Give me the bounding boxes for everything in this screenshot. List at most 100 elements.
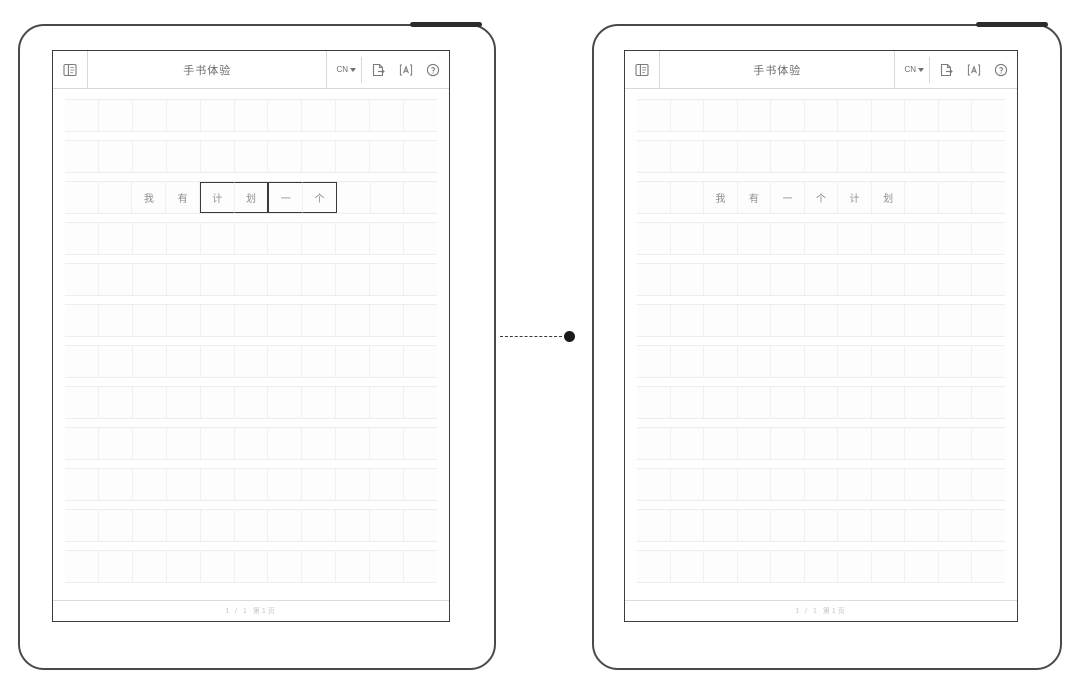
grid-cell[interactable] <box>133 387 167 418</box>
grid-cell[interactable] <box>336 346 371 377</box>
grid-cell[interactable] <box>771 428 805 459</box>
grid-cell[interactable] <box>370 305 405 336</box>
grid-cell[interactable] <box>671 100 705 131</box>
grid-cell[interactable] <box>771 346 805 377</box>
grid-cell[interactable] <box>671 264 705 295</box>
grid-cell[interactable] <box>404 264 437 295</box>
grid-cell[interactable] <box>704 387 738 418</box>
grid-row[interactable] <box>65 263 437 296</box>
grid-cell[interactable] <box>738 305 772 336</box>
grid-cell[interactable] <box>133 141 167 172</box>
grid-row[interactable] <box>637 222 1005 255</box>
grid-cell[interactable] <box>370 428 405 459</box>
grid-cell[interactable] <box>939 428 973 459</box>
grid-cell[interactable] <box>838 346 872 377</box>
grid-cell[interactable] <box>939 264 973 295</box>
grid-cell[interactable] <box>637 223 671 254</box>
grid-cell[interactable] <box>972 264 1005 295</box>
character-grid[interactable]: 我有一个计划 <box>637 99 1005 600</box>
grid-cell[interactable] <box>972 141 1005 172</box>
grid-cell-selected[interactable]: 一 <box>268 182 304 213</box>
text-style-button[interactable] <box>961 57 986 83</box>
grid-cell[interactable] <box>771 141 805 172</box>
grid-cell[interactable] <box>99 264 133 295</box>
grid-cell[interactable] <box>302 387 337 418</box>
grid-cell[interactable] <box>905 305 939 336</box>
grid-cell[interactable] <box>805 141 839 172</box>
grid-cell[interactable] <box>637 551 671 582</box>
grid-cell[interactable] <box>805 551 839 582</box>
grid-cell[interactable] <box>771 305 805 336</box>
grid-cell[interactable] <box>167 223 201 254</box>
grid-cell[interactable] <box>771 469 805 500</box>
grid-cell[interactable] <box>201 387 235 418</box>
grid-cell[interactable] <box>133 469 167 500</box>
grid-cell[interactable] <box>738 551 772 582</box>
grid-cell[interactable] <box>65 264 99 295</box>
grid-cell[interactable] <box>167 100 201 131</box>
grid-cell[interactable]: 我 <box>132 182 167 213</box>
grid-cell[interactable] <box>370 141 405 172</box>
grid-cell[interactable] <box>302 510 337 541</box>
grid-row[interactable] <box>637 550 1005 583</box>
language-selector[interactable]: CN <box>331 56 362 83</box>
grid-cell[interactable] <box>972 510 1005 541</box>
grid-cell[interactable] <box>268 387 303 418</box>
grid-cell[interactable] <box>637 428 671 459</box>
grid-cell[interactable] <box>805 387 839 418</box>
grid-cell[interactable] <box>972 223 1005 254</box>
grid-cell[interactable] <box>268 346 303 377</box>
grid-cell[interactable] <box>65 223 99 254</box>
grid-cell[interactable] <box>235 305 269 336</box>
grid-cell[interactable] <box>671 469 705 500</box>
grid-cell[interactable] <box>133 346 167 377</box>
grid-cell[interactable] <box>704 100 738 131</box>
grid-cell[interactable]: 划 <box>872 182 906 213</box>
grid-cell[interactable] <box>65 305 99 336</box>
grid-cell[interactable] <box>65 141 99 172</box>
grid-cell[interactable] <box>905 223 939 254</box>
grid-cell[interactable] <box>805 346 839 377</box>
grid-cell[interactable] <box>302 305 337 336</box>
grid-row[interactable] <box>637 427 1005 460</box>
grid-cell[interactable] <box>235 141 269 172</box>
grid-cell[interactable] <box>167 305 201 336</box>
grid-cell[interactable] <box>99 141 133 172</box>
grid-cell[interactable] <box>167 510 201 541</box>
grid-cell[interactable] <box>905 141 939 172</box>
grid-cell[interactable] <box>336 510 371 541</box>
grid-cell[interactable] <box>371 182 405 213</box>
grid-cell[interactable] <box>671 428 705 459</box>
grid-cell[interactable] <box>167 469 201 500</box>
grid-cell[interactable]: 计 <box>838 182 872 213</box>
grid-cell[interactable] <box>99 346 133 377</box>
grid-cell[interactable] <box>235 469 269 500</box>
grid-row[interactable] <box>65 509 437 542</box>
grid-cell[interactable] <box>65 100 99 131</box>
grid-cell[interactable] <box>637 305 671 336</box>
grid-cell[interactable] <box>268 428 303 459</box>
grid-cell[interactable] <box>738 510 772 541</box>
grid-cell[interactable] <box>235 510 269 541</box>
grid-cell[interactable] <box>201 551 235 582</box>
grid-cell[interactable] <box>838 100 872 131</box>
grid-cell[interactable] <box>302 223 337 254</box>
grid-cell[interactable] <box>671 551 705 582</box>
grid-cell[interactable] <box>805 428 839 459</box>
grid-cell[interactable] <box>637 264 671 295</box>
grid-row[interactable] <box>637 468 1005 501</box>
grid-cell[interactable] <box>235 100 269 131</box>
grid-cell[interactable] <box>302 346 337 377</box>
grid-cell[interactable] <box>268 510 303 541</box>
grid-cell-selected[interactable]: 划 <box>234 182 269 213</box>
grid-cell[interactable] <box>302 428 337 459</box>
grid-cell[interactable] <box>939 387 973 418</box>
grid-cell[interactable] <box>905 100 939 131</box>
grid-cell[interactable] <box>637 346 671 377</box>
export-button[interactable] <box>366 57 391 83</box>
grid-cell[interactable] <box>939 346 973 377</box>
grid-cell[interactable] <box>872 141 906 172</box>
grid-cell[interactable] <box>738 100 772 131</box>
grid-cell[interactable] <box>771 264 805 295</box>
help-button[interactable] <box>988 57 1013 83</box>
